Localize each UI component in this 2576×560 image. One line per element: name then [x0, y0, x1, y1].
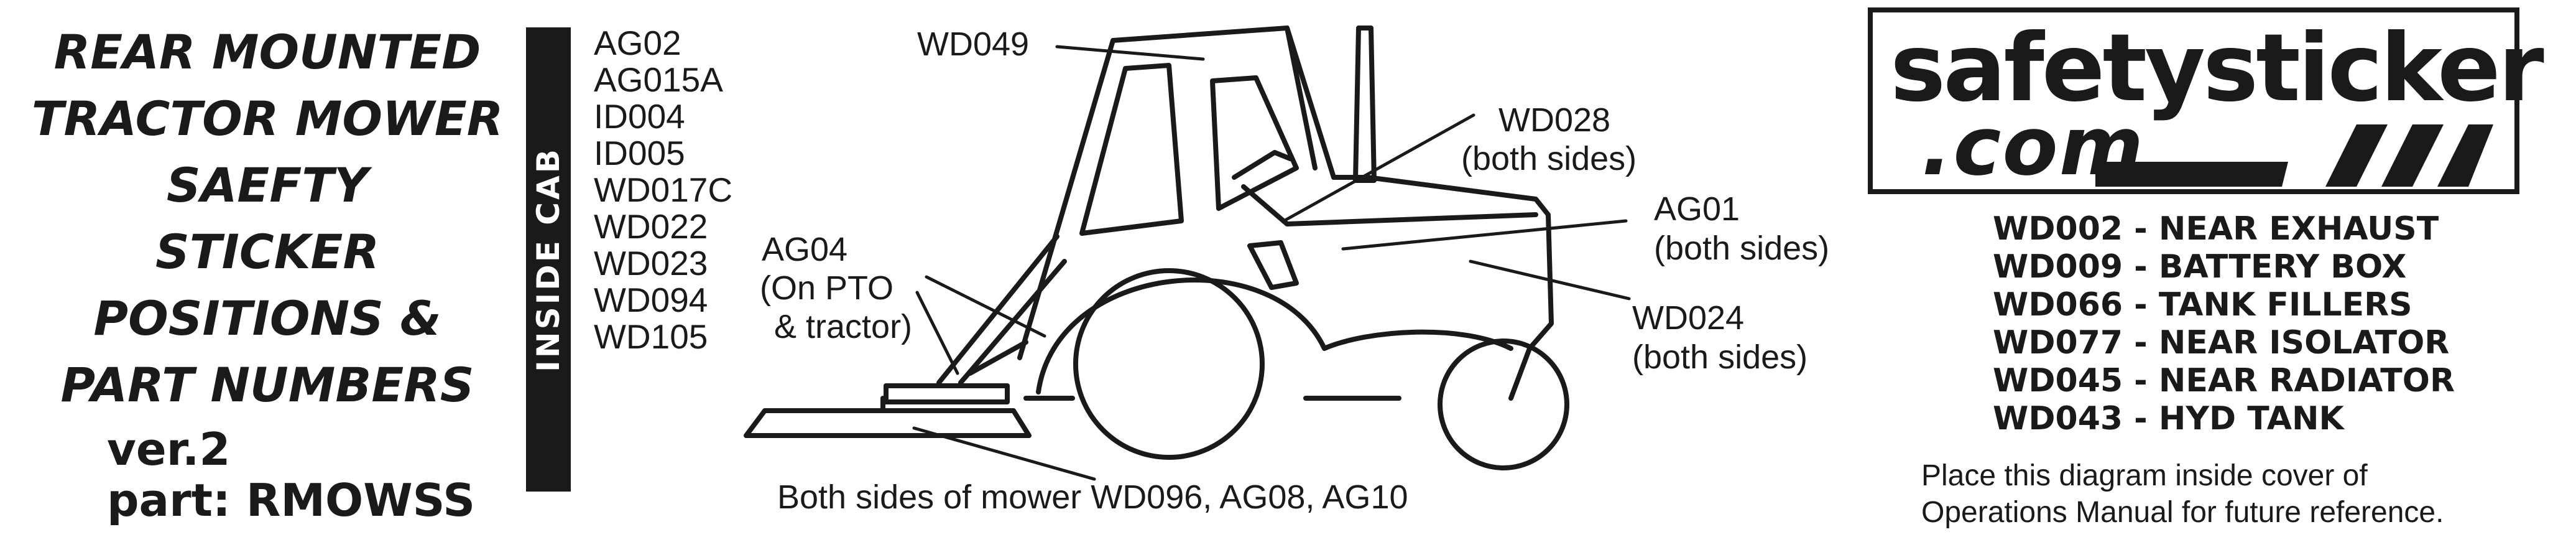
logo-stripe	[2325, 124, 2388, 187]
logo-text: safetysticker	[1890, 14, 2544, 123]
headlight	[1247, 240, 1299, 290]
exhaust-stack	[1353, 26, 1377, 183]
leader-ag01	[1341, 219, 1628, 251]
leader-ag04-a	[925, 275, 1046, 338]
leader-wd024	[1469, 259, 1631, 301]
logo-stripe	[2437, 124, 2493, 187]
label-wd028-note: (both sides)	[1461, 140, 1637, 177]
leader-wd028	[1282, 113, 1475, 223]
leader-mower	[912, 426, 1096, 481]
note-line: Place this diagram inside cover of	[1921, 459, 2368, 492]
leader-ag04-b	[915, 291, 959, 375]
title-line: SAEFTY	[166, 157, 369, 213]
label-wd024: WD024	[1632, 299, 1745, 337]
steering-wheel	[1232, 150, 1293, 180]
label-ag01-note: (both sides)	[1654, 230, 1830, 267]
label-ag04-note-2: & tractor)	[774, 308, 913, 345]
version-label: ver.2	[107, 423, 231, 475]
location-list: WD002 - NEAR EXHAUST WD009 - BATTERY BOX…	[1993, 210, 2455, 438]
link-arm	[967, 340, 1028, 376]
list-item: WD094	[594, 281, 708, 319]
list-item: WD023	[594, 244, 708, 282]
title-line: POSITIONS &	[93, 291, 441, 346]
title-line: TRACTOR MOWER	[31, 91, 504, 146]
cab-outline	[1017, 26, 1554, 401]
title-line: PART NUMBERS	[60, 357, 474, 413]
note-line: Operations Manual for future reference.	[1921, 496, 2444, 529]
list-item: WD022	[594, 207, 708, 246]
mower-hitch	[884, 383, 1010, 404]
label-mower: Both sides of mower WD096, AG08, AG10	[777, 478, 1408, 516]
bonnet-line	[1241, 184, 1538, 226]
logo-stripe-bar	[2095, 162, 2288, 187]
front-wheel	[1438, 338, 1569, 470]
label-ag01: AG01	[1654, 190, 1740, 228]
list-item: AG02	[594, 24, 681, 62]
label-wd028: WD028	[1498, 101, 1611, 139]
list-item: WD043 - HYD TANK	[1993, 400, 2344, 437]
list-item: ID005	[594, 134, 685, 172]
label-wd024-note: (both sides)	[1632, 338, 1808, 376]
list-item: WD105	[594, 317, 708, 356]
logo-stripe	[2381, 124, 2444, 187]
cab-front-window	[1079, 63, 1184, 236]
title-line: STICKER	[155, 224, 379, 279]
list-item: WD077 - NEAR ISOLATOR	[1993, 324, 2450, 362]
list-item: WD009 - BATTERY BOX	[1993, 248, 2407, 286]
mower-deck	[744, 408, 1032, 438]
leader-lines	[912, 45, 1631, 481]
wheel-arch	[1036, 278, 1513, 394]
pto-arm-2	[958, 259, 1067, 385]
label-ag04: AG04	[762, 231, 848, 268]
cab-side-window	[1210, 75, 1299, 211]
inside-cab-list: AG02 AG015A ID004 ID005 WD017C WD022 WD0…	[594, 25, 732, 355]
label-wd049: WD049	[917, 26, 1030, 63]
title-line: REAR MOUNTED	[53, 24, 481, 80]
list-item: ID004	[594, 97, 685, 136]
rear-wheel	[1073, 268, 1265, 460]
label-ag04-note-1: (On PTO	[760, 269, 894, 307]
inside-cab-bar	[526, 27, 571, 492]
part-number-label: part: RMOWSS	[107, 474, 476, 526]
logo-stripes	[2095, 124, 2493, 187]
list-item: WD002 - NEAR EXHAUST	[1993, 210, 2439, 248]
placement-note: Place this diagram inside cover of Opera…	[1921, 457, 2444, 531]
list-item: WD066 - TANK FILLERS	[1993, 286, 2412, 324]
cab-rear-post	[1285, 26, 1318, 170]
diagram-title: REAR MOUNTED TRACTOR MOWER SAEFTY STICKE…	[12, 19, 522, 418]
pto-arm	[936, 234, 1059, 385]
logo-frame	[1868, 7, 2519, 194]
list-item: WD017C	[594, 170, 733, 209]
list-item: WD045 - NEAR RADIATOR	[1993, 362, 2455, 399]
leader-wd049	[1055, 45, 1205, 61]
list-item: AG015A	[594, 60, 723, 99]
